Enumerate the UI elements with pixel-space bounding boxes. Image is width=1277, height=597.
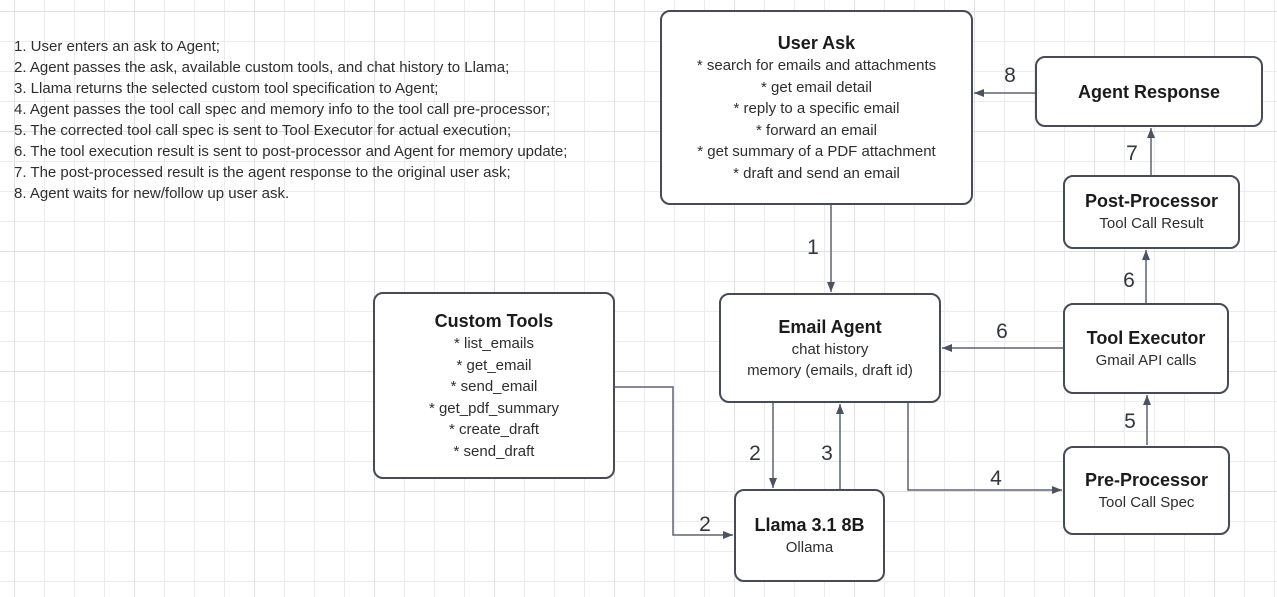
node-email-agent: Email Agent chat history memory (emails,… xyxy=(719,293,941,403)
edge-label-step-3-llama-to-agent: 3 xyxy=(821,442,833,465)
note-step-2: 2. Agent passes the ask, available custo… xyxy=(14,59,510,76)
node-tool-executor-subtitle: Gmail API calls xyxy=(1095,351,1197,369)
edge-label-step-8-response-to-userask: 8 xyxy=(1004,64,1016,87)
note-step-7: 7. The post-processed result is the agen… xyxy=(14,164,511,181)
node-post-processor-title: Post-Processor xyxy=(1084,191,1219,212)
node-custom-tools-item: * send_draft xyxy=(453,442,535,460)
edge-label-step-6-executor-to-postprocessor: 6 xyxy=(1123,269,1135,292)
node-post-processor: Post-Processor Tool Call Result xyxy=(1063,175,1240,249)
node-user-ask-item: * reply to a specific email xyxy=(733,100,900,117)
node-user-ask-item: * get email detail xyxy=(761,78,872,96)
node-llama-subtitle: Ollama xyxy=(785,538,834,556)
note-step-6: 6. The tool execution result is sent to … xyxy=(14,143,568,160)
node-user-ask: User Ask * search for emails and attachm… xyxy=(660,10,973,205)
node-custom-tools-item: * create_draft xyxy=(448,421,540,438)
node-tool-executor-title: Tool Executor xyxy=(1086,327,1206,348)
node-user-ask-item: * draft and send an email xyxy=(733,164,900,182)
edge-label-step-4-agent-to-preprocessor: 4 xyxy=(990,467,1002,490)
edge-label-step-5-preprocessor-to-executor: 5 xyxy=(1124,410,1136,433)
flow-notes: 1. User enters an ask to Agent; 2. Agent… xyxy=(14,36,567,204)
node-user-ask-item: * forward an email xyxy=(756,121,877,139)
edge-step-2-tools-to-llama xyxy=(615,386,733,539)
node-custom-tools-item: * list_emails xyxy=(453,335,535,352)
note-step-5: 5. The corrected tool call spec is sent … xyxy=(14,122,512,139)
node-pre-processor-subtitle: Tool Call Spec xyxy=(1098,493,1195,511)
node-email-agent-title: Email Agent xyxy=(778,316,882,337)
node-pre-processor-title: Pre-Processor xyxy=(1084,469,1209,490)
node-llama-title: Llama 3.1 8B xyxy=(754,514,865,535)
node-custom-tools-item: * get_pdf_summary xyxy=(428,399,560,417)
node-user-ask-title: User Ask xyxy=(777,33,856,53)
node-custom-tools: Custom Tools * list_emails * get_email *… xyxy=(373,292,615,479)
note-step-3: 3. Llama returns the selected custom too… xyxy=(14,80,439,97)
edge-label-step-1-userask-to-agent: 1 xyxy=(807,236,819,259)
note-step-4: 4. Agent passes the tool call spec and m… xyxy=(14,101,551,118)
edge-step-4-agent-to-preprocessor xyxy=(907,403,1062,494)
node-custom-tools-item: * send_email xyxy=(450,378,538,395)
note-step-8: 8. Agent waits for new/follow up user as… xyxy=(14,185,290,202)
note-step-1: 1. User enters an ask to Agent; xyxy=(14,38,220,55)
node-llama: Llama 3.1 8B Ollama xyxy=(734,489,885,582)
node-email-agent-memory-line: chat history xyxy=(791,340,869,358)
node-post-processor-subtitle: Tool Call Result xyxy=(1099,215,1204,233)
node-agent-response-title: Agent Response xyxy=(1077,81,1221,102)
edge-label-step-7-postprocessor-to-response: 7 xyxy=(1126,142,1138,165)
node-user-ask-item: * get summary of a PDF attachment xyxy=(697,143,936,160)
edge-label-step-2-agent-to-llama: 2 xyxy=(749,442,761,465)
node-tool-executor: Tool Executor Gmail API calls xyxy=(1063,303,1229,394)
edge-label-step-2-tools-to-llama: 2 xyxy=(699,513,711,536)
node-custom-tools-title: Custom Tools xyxy=(434,311,554,331)
node-email-agent-memory-line: memory (emails, draft id) xyxy=(747,362,913,379)
node-user-ask-item: * search for emails and attachments xyxy=(696,57,937,74)
node-agent-response: Agent Response xyxy=(1035,56,1263,127)
node-pre-processor: Pre-Processor Tool Call Spec xyxy=(1063,446,1230,535)
edge-label-step-6-executor-to-agent: 6 xyxy=(996,320,1008,343)
node-custom-tools-item: * get_email xyxy=(456,356,532,374)
